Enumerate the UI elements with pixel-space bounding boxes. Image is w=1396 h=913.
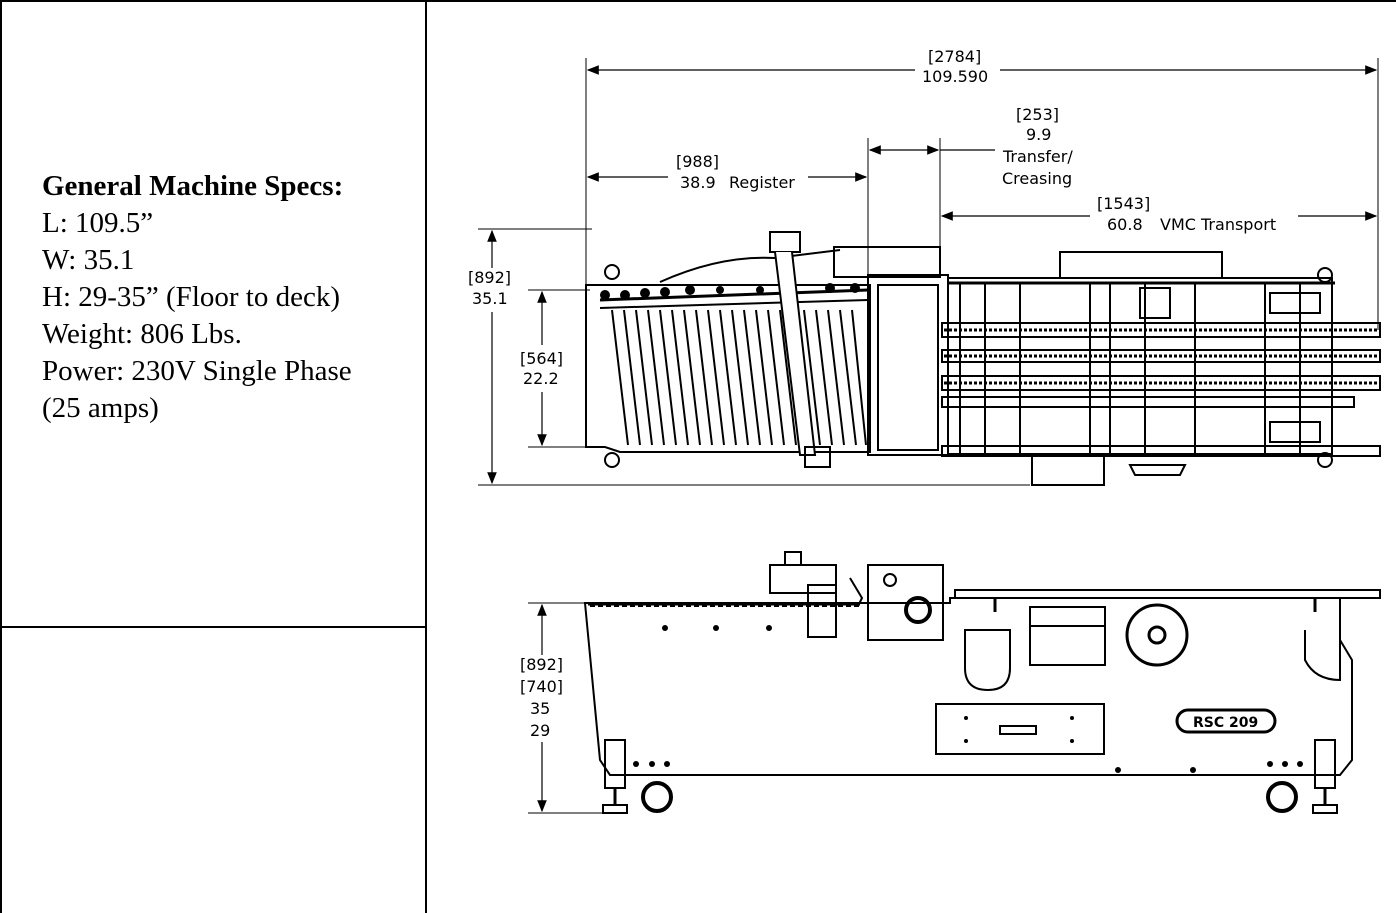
height-min-in: 29 <box>530 721 550 740</box>
machine-nameplate: RSC 209 <box>1193 715 1258 731</box>
top-view-dimensions: [2784] 109.590 [253] 9.9 Transfer/ Creas… <box>468 47 1276 388</box>
side-view-dimensions: [892] [740] 35 29 RSC 209 <box>520 655 1258 740</box>
spec-width: W: 35.1 <box>42 244 135 276</box>
spec-power: Power: 230V Single Phase <box>42 355 352 387</box>
width-outer-mm: [892] <box>468 268 511 287</box>
specs-title: General Machine Specs: <box>42 170 344 202</box>
height-min-mm: [740] <box>520 677 563 696</box>
transfer-length-mm: [253] <box>1016 105 1059 124</box>
width-inner-mm: [564] <box>520 349 563 368</box>
spec-height: H: 29-35” (Floor to deck) <box>42 281 340 313</box>
spec-length: L: 109.5” <box>42 207 154 239</box>
transfer-length-in: 9.9 <box>1026 125 1051 144</box>
transfer-label-line2: Creasing <box>1002 169 1072 188</box>
transport-length-mm: [1543] <box>1097 194 1150 213</box>
overall-length-in: 109.590 <box>922 67 988 86</box>
machine-specs: General Machine Specs: L: 109.5” W: 35.1… <box>42 168 352 427</box>
transport-length-in: 60.8 <box>1107 215 1143 234</box>
spec-weight: Weight: 806 Lbs. <box>42 318 242 350</box>
width-inner-in: 22.2 <box>523 369 559 388</box>
transport-label: VMC Transport <box>1160 215 1276 234</box>
side-view <box>528 551 1381 814</box>
register-label: Register <box>729 173 795 192</box>
height-max-in: 35 <box>530 699 550 718</box>
register-length-mm: [988] <box>676 152 719 171</box>
overall-length-mm: [2784] <box>928 47 981 66</box>
height-max-mm: [892] <box>520 655 563 674</box>
top-view <box>478 58 1381 486</box>
width-outer-in: 35.1 <box>472 289 508 308</box>
register-length-in: 38.9 <box>680 173 716 192</box>
transfer-label-line1: Transfer/ <box>1002 147 1073 166</box>
spec-amps: (25 amps) <box>42 392 159 424</box>
